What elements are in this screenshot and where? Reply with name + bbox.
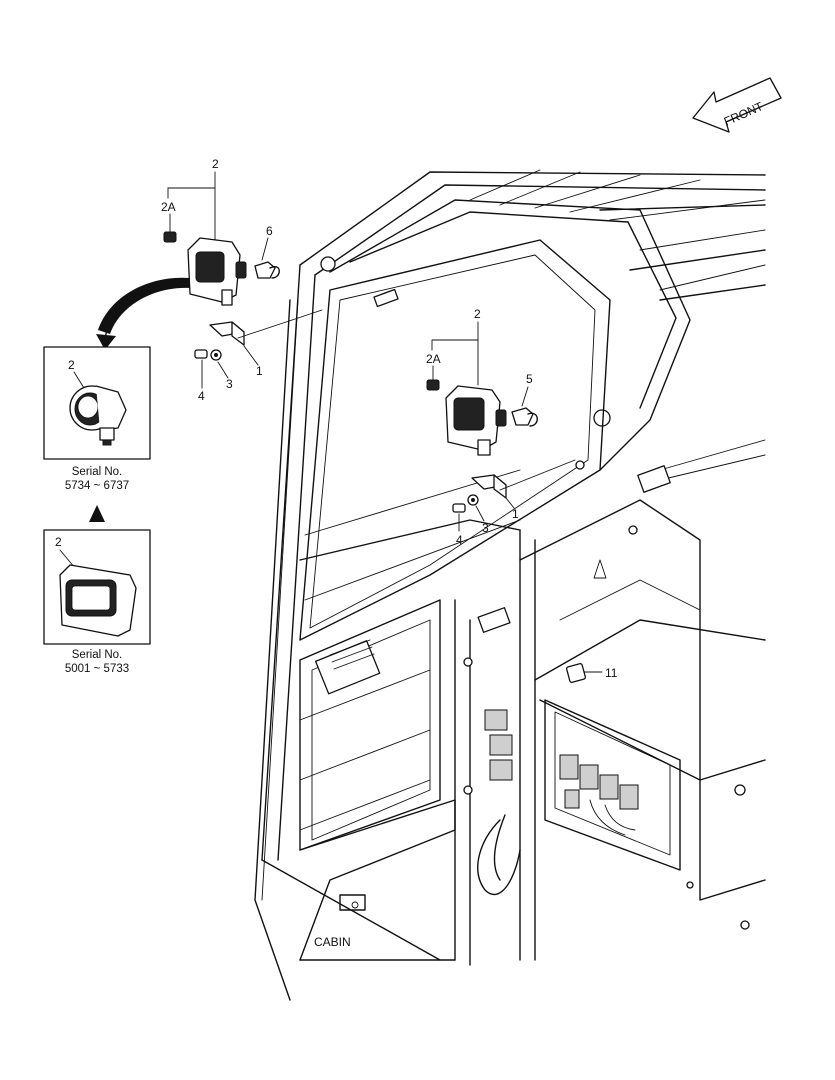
part-label-1-center: 1 (512, 507, 519, 521)
variant-round-part: 2 (68, 358, 75, 372)
cabin-structure (254, 169, 766, 1001)
part-label-2a-center: 2A (426, 352, 441, 366)
part-label-5-center: 5 (526, 372, 533, 386)
part-label-1-left: 1 (256, 364, 263, 378)
part-label-11: 11 (605, 666, 618, 680)
part-label-2-center: 2 (474, 307, 481, 321)
part-label-6-left: 6 (266, 224, 273, 238)
variant-round-serial-label: Serial No. (72, 466, 123, 478)
part-label-3-left: 3 (226, 377, 233, 391)
variant-round-serial-range: 5734 ~ 6737 (65, 480, 129, 492)
part-label-4-left: 4 (198, 389, 205, 403)
part-label-2a-left: 2A (161, 200, 176, 214)
part-label-3-center: 3 (482, 521, 489, 535)
front-arrow: FRONT (692, 77, 782, 133)
variant-rect-part: 2 (55, 535, 62, 549)
work-lamp-left: 2 2A 6 1 3 4 (96, 157, 323, 403)
cabin-label: CABIN (314, 935, 351, 949)
variant-round-lamp: 2 (43, 346, 151, 460)
work-lamp-center: 2 2A 5 1 3 4 (426, 307, 576, 547)
variant-rect-serial-label: Serial No. (72, 649, 123, 661)
variant-arrow (89, 505, 105, 522)
variant-rect-serial-range: 5001 ~ 5733 (65, 663, 129, 675)
part-label-2-left: 2 (212, 157, 219, 171)
relay-11: 11 (566, 663, 618, 683)
part-label-4-center: 4 (456, 533, 463, 547)
variant-rect-lamp: 2 (43, 529, 151, 645)
